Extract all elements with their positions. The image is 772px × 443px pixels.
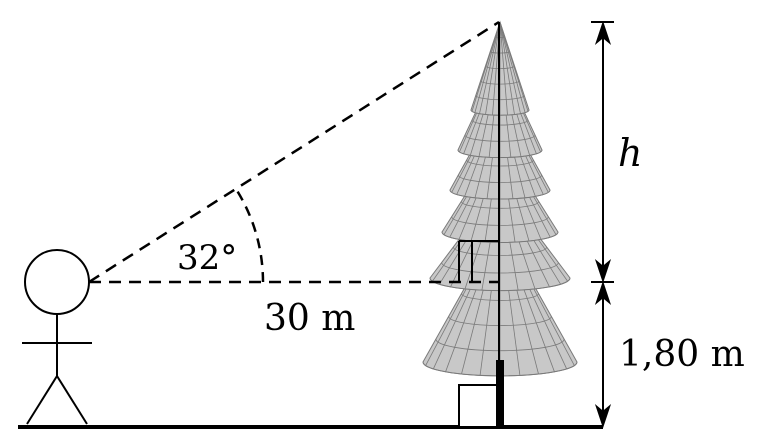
hypotenuse-sight-line [88, 20, 500, 284]
h-label: h [618, 131, 642, 175]
eye-height-label: 1,80 m [619, 334, 745, 375]
trunk-base-box [458, 384, 498, 428]
eye-height-dimension-arrow [594, 280, 612, 429]
h-dimension-arrow [591, 20, 614, 284]
distance-label: 30 m [264, 298, 355, 339]
angle-label: 32° [177, 238, 237, 278]
person-head [24, 249, 90, 315]
angle-arc [234, 188, 265, 283]
person-icon [22, 249, 92, 425]
